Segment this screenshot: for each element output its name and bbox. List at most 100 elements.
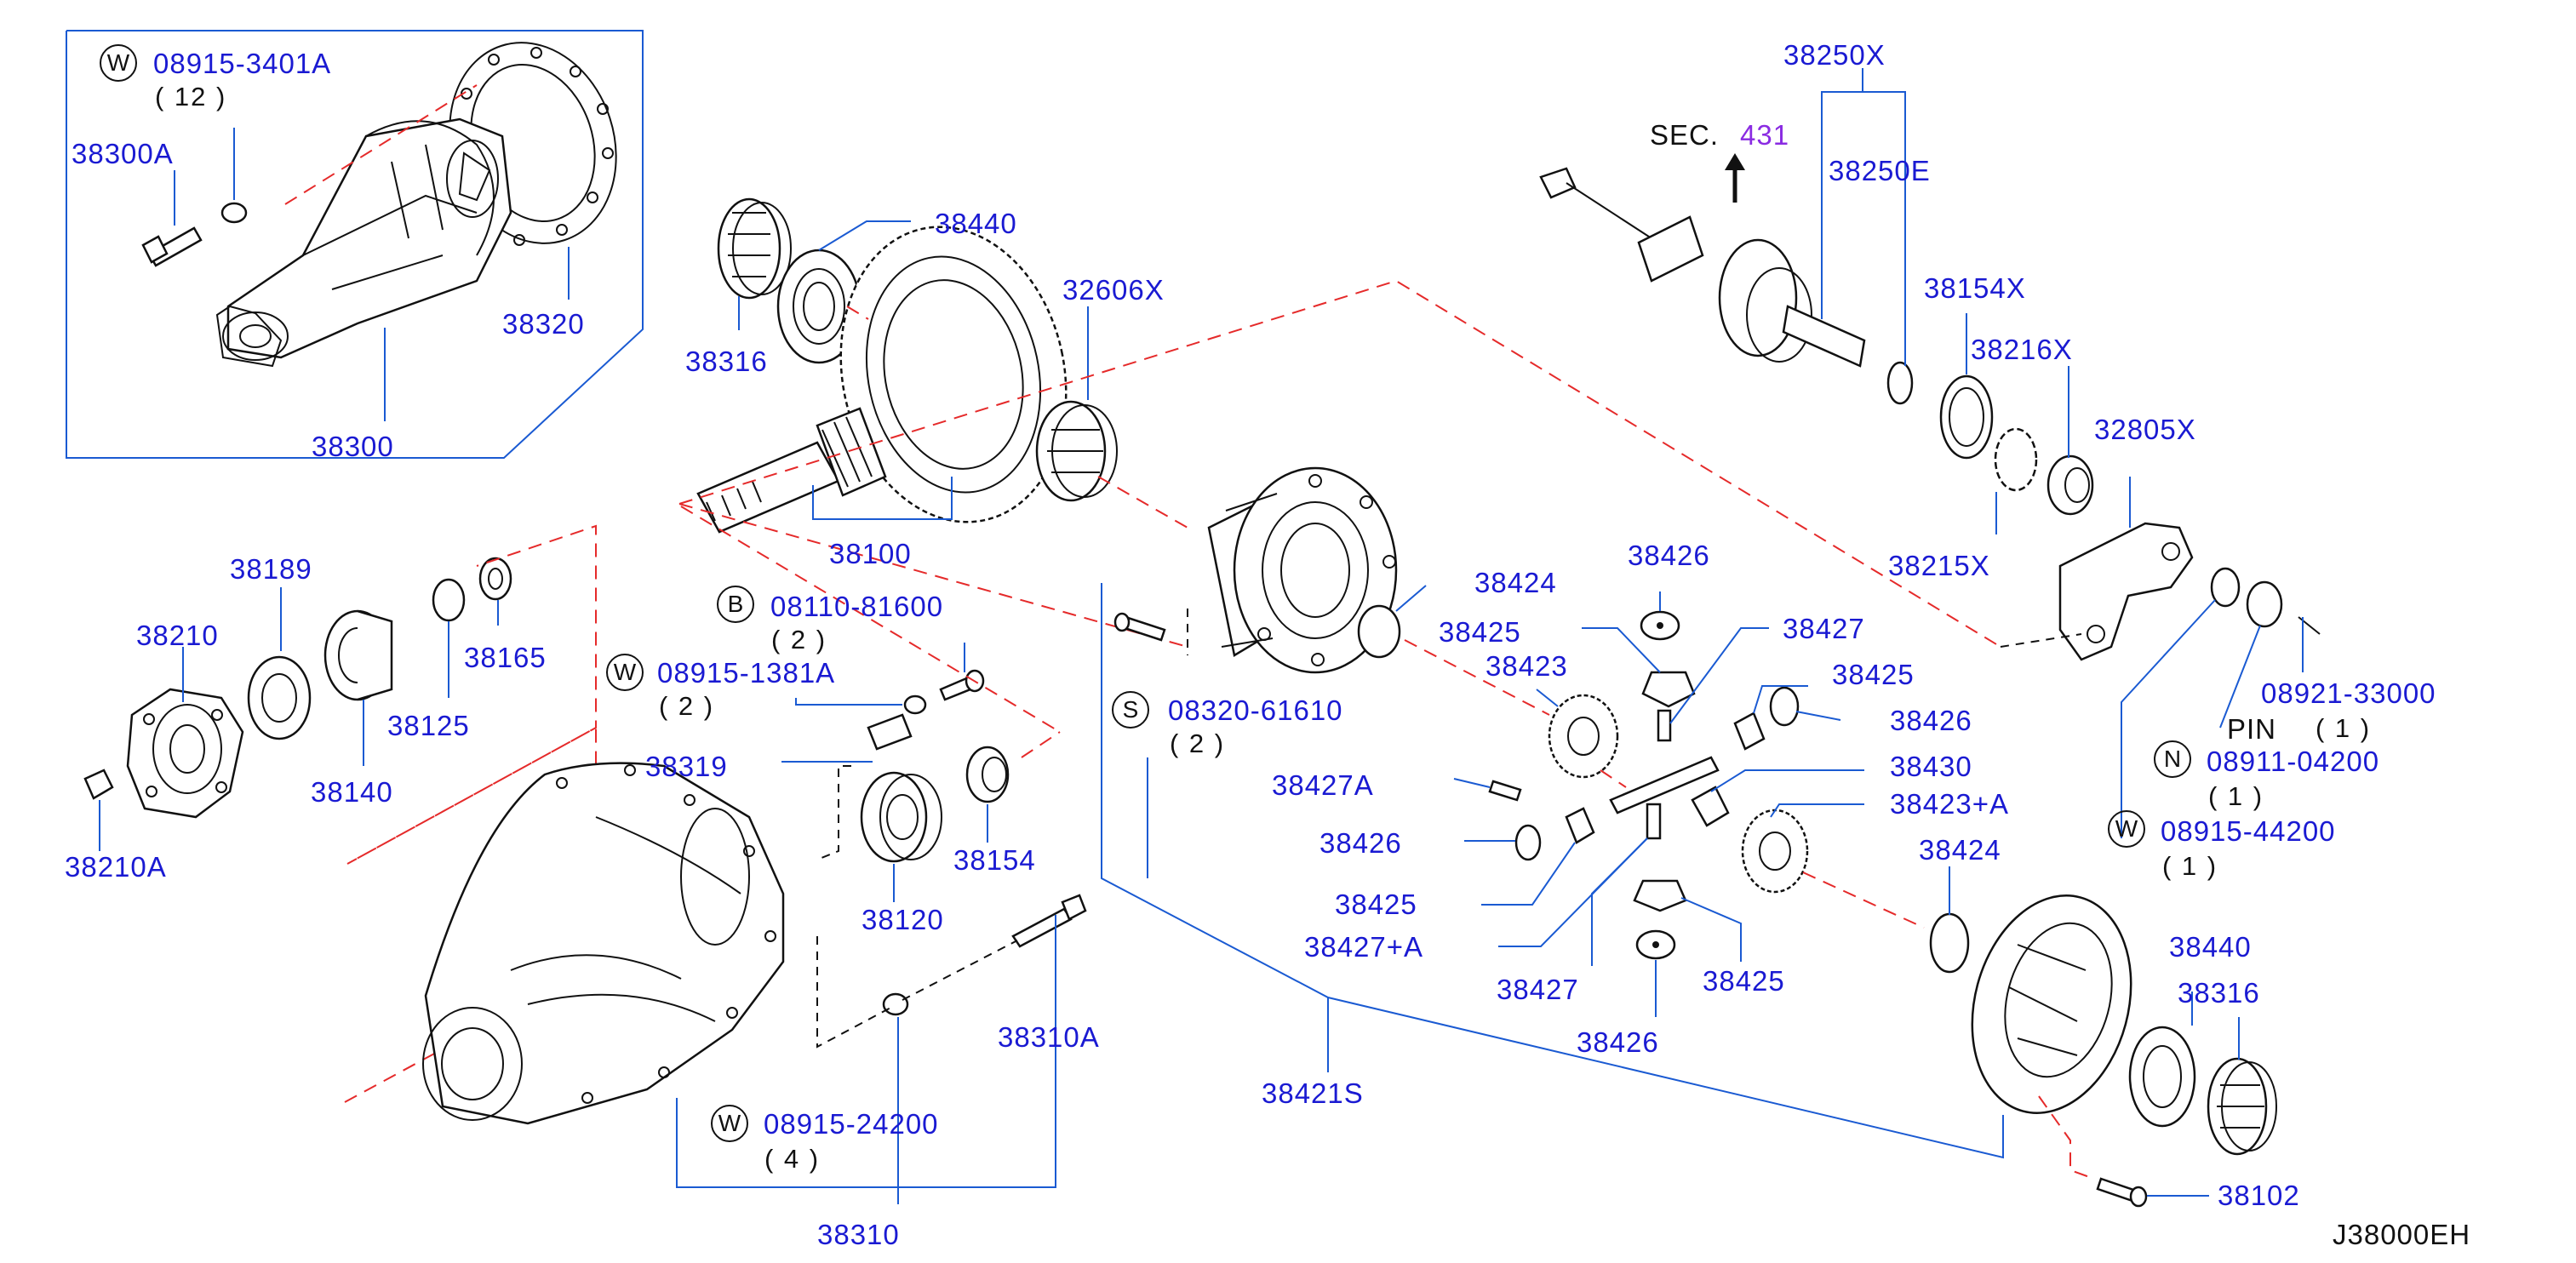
label-38425-top: 38425 <box>1439 616 1521 648</box>
label-38154x: 38154X <box>1924 272 2026 304</box>
cotter-pin-08921-33000 <box>2298 616 2321 635</box>
label-38102: 38102 <box>2218 1180 2300 1211</box>
flange-32805x <box>2058 522 2194 661</box>
guide-bolt <box>902 940 1018 1001</box>
label-38427-top: 38427 <box>1783 613 1865 644</box>
label-38426-lower: 38426 <box>1577 1026 1659 1058</box>
label-38215x: 38215X <box>1888 550 1990 581</box>
label-38165: 38165 <box>464 642 547 673</box>
label-08911-04200: 08911-04200 <box>2207 746 2380 777</box>
qty-2-a: ( 2 ) <box>771 625 827 654</box>
seal-38189 <box>247 655 312 740</box>
guide-38440 <box>846 306 869 320</box>
label-32606x: 32606X <box>1062 274 1165 306</box>
diff-case-38421s <box>1207 466 1398 674</box>
guide-bracket <box>816 765 851 860</box>
washer-08915-44200 <box>2210 567 2241 608</box>
label-38250e: 38250E <box>1829 155 1931 186</box>
label-38250x: 38250X <box>1783 39 1886 71</box>
label-38424-bottom: 38424 <box>1919 834 2001 866</box>
label-38310a: 38310A <box>998 1021 1100 1053</box>
inset-box-frame <box>66 30 644 459</box>
label-38210a: 38210A <box>65 851 167 883</box>
marker-n-08911-04200: N <box>2154 740 2191 778</box>
nut-38210a <box>83 769 114 800</box>
qty-2-c: ( 2 ) <box>1170 729 1226 758</box>
guide-side-gear <box>1404 639 1550 716</box>
guide-bearing-case-right <box>1021 731 1061 758</box>
label-38316-bottom: 38316 <box>2178 977 2260 1009</box>
marker-w-08915-24200: W <box>711 1105 748 1142</box>
label-38426-right: 38426 <box>1890 705 1972 736</box>
guide-pinion <box>1600 769 1627 788</box>
guide-lower-diagonal <box>678 503 1188 648</box>
leader-38100 <box>812 477 953 520</box>
label-pin: PIN <box>2227 713 2277 745</box>
label-38100: 38100 <box>829 538 912 569</box>
label-38421s: 38421S <box>1262 1077 1364 1109</box>
label-38319: 38319 <box>645 751 728 782</box>
bearing-38140 <box>323 609 393 701</box>
nut-38216x <box>2046 454 2094 516</box>
lock-pin-38427 <box>1657 709 1672 742</box>
spacer-38316-bottom <box>2207 1057 2277 1156</box>
bearing-38120 <box>860 771 942 863</box>
label-08915-24200: 08915-24200 <box>764 1108 939 1140</box>
lock-pin-38427-lower <box>1646 803 1662 840</box>
label-sec-431[interactable]: 431 <box>1740 119 1790 151</box>
leader-38423 <box>1536 689 1559 707</box>
washer-08915-24200 <box>882 992 909 1016</box>
bracket-38319 <box>867 713 913 751</box>
arrow-up-icon <box>1725 153 1745 203</box>
pinion-mate-38425-lower <box>1633 879 1687 912</box>
label-38120: 38120 <box>862 904 944 935</box>
label-38210: 38210 <box>136 620 219 651</box>
leader-38425-left <box>1481 842 1576 906</box>
guide-bolt-38102 <box>2038 1095 2095 1180</box>
bolt-08110-81600 <box>939 669 985 701</box>
leader-38250x <box>1821 91 1906 366</box>
marker-w-08915-3401a: W <box>100 44 137 82</box>
label-38426-top: 38426 <box>1628 540 1710 571</box>
qty-4: ( 4 ) <box>764 1144 821 1174</box>
guide-side-gear-a <box>1802 872 1925 929</box>
label-38310: 38310 <box>817 1219 900 1250</box>
guide-washer <box>816 936 895 1049</box>
washer-38165 <box>478 557 512 601</box>
label-38316-top: 38316 <box>685 346 768 377</box>
guide-flange <box>2000 633 2082 648</box>
label-38425-right: 38425 <box>1832 659 1915 690</box>
leader-08915-1381a <box>795 698 902 706</box>
label-38430: 38430 <box>1890 751 1972 782</box>
label-38440-top: 38440 <box>935 208 1017 239</box>
leader-38423a <box>1770 803 1864 818</box>
spacer-38125 <box>432 578 466 622</box>
pinion-mate-38425-right <box>1733 712 1766 751</box>
carrier-assembly-38300 <box>215 117 512 368</box>
label-08320-61610: 08320-61610 <box>1168 694 1343 726</box>
diff-case-cover <box>1971 894 2132 1114</box>
label-sec: SEC. <box>1650 119 1720 151</box>
label-08915-44200: 08915-44200 <box>2161 815 2336 847</box>
label-38427-plus-a: 38427+A <box>1304 931 1424 963</box>
label-38320: 38320 <box>502 308 585 340</box>
guide-bearing-case <box>1097 476 1188 529</box>
leader-38427-top <box>1669 627 1769 724</box>
leader-38430 <box>1710 769 1864 792</box>
washer-08915-3401a <box>220 202 248 224</box>
lock-washer-38215x <box>1994 427 2038 492</box>
nut-08911-04200 <box>2246 580 2283 628</box>
leader-08911-04200 <box>2219 625 2261 729</box>
leader-38310 <box>676 915 1056 1188</box>
drive-shaft-38250x <box>1539 167 1866 368</box>
label-08921-33000: 08921-33000 <box>2261 677 2436 709</box>
leader-08915-44200 <box>2121 599 2216 838</box>
label-38423a: 38423+A <box>1890 788 2010 820</box>
pinion-shaft-38430 <box>1609 756 1720 814</box>
guide-upper-diagonal <box>678 279 2001 648</box>
pinion-mate-38425-top <box>1641 671 1696 708</box>
oring-38250e <box>1886 361 1914 405</box>
leader-38427a <box>1453 778 1491 788</box>
diagram-code: J38000EH <box>2333 1219 2471 1250</box>
